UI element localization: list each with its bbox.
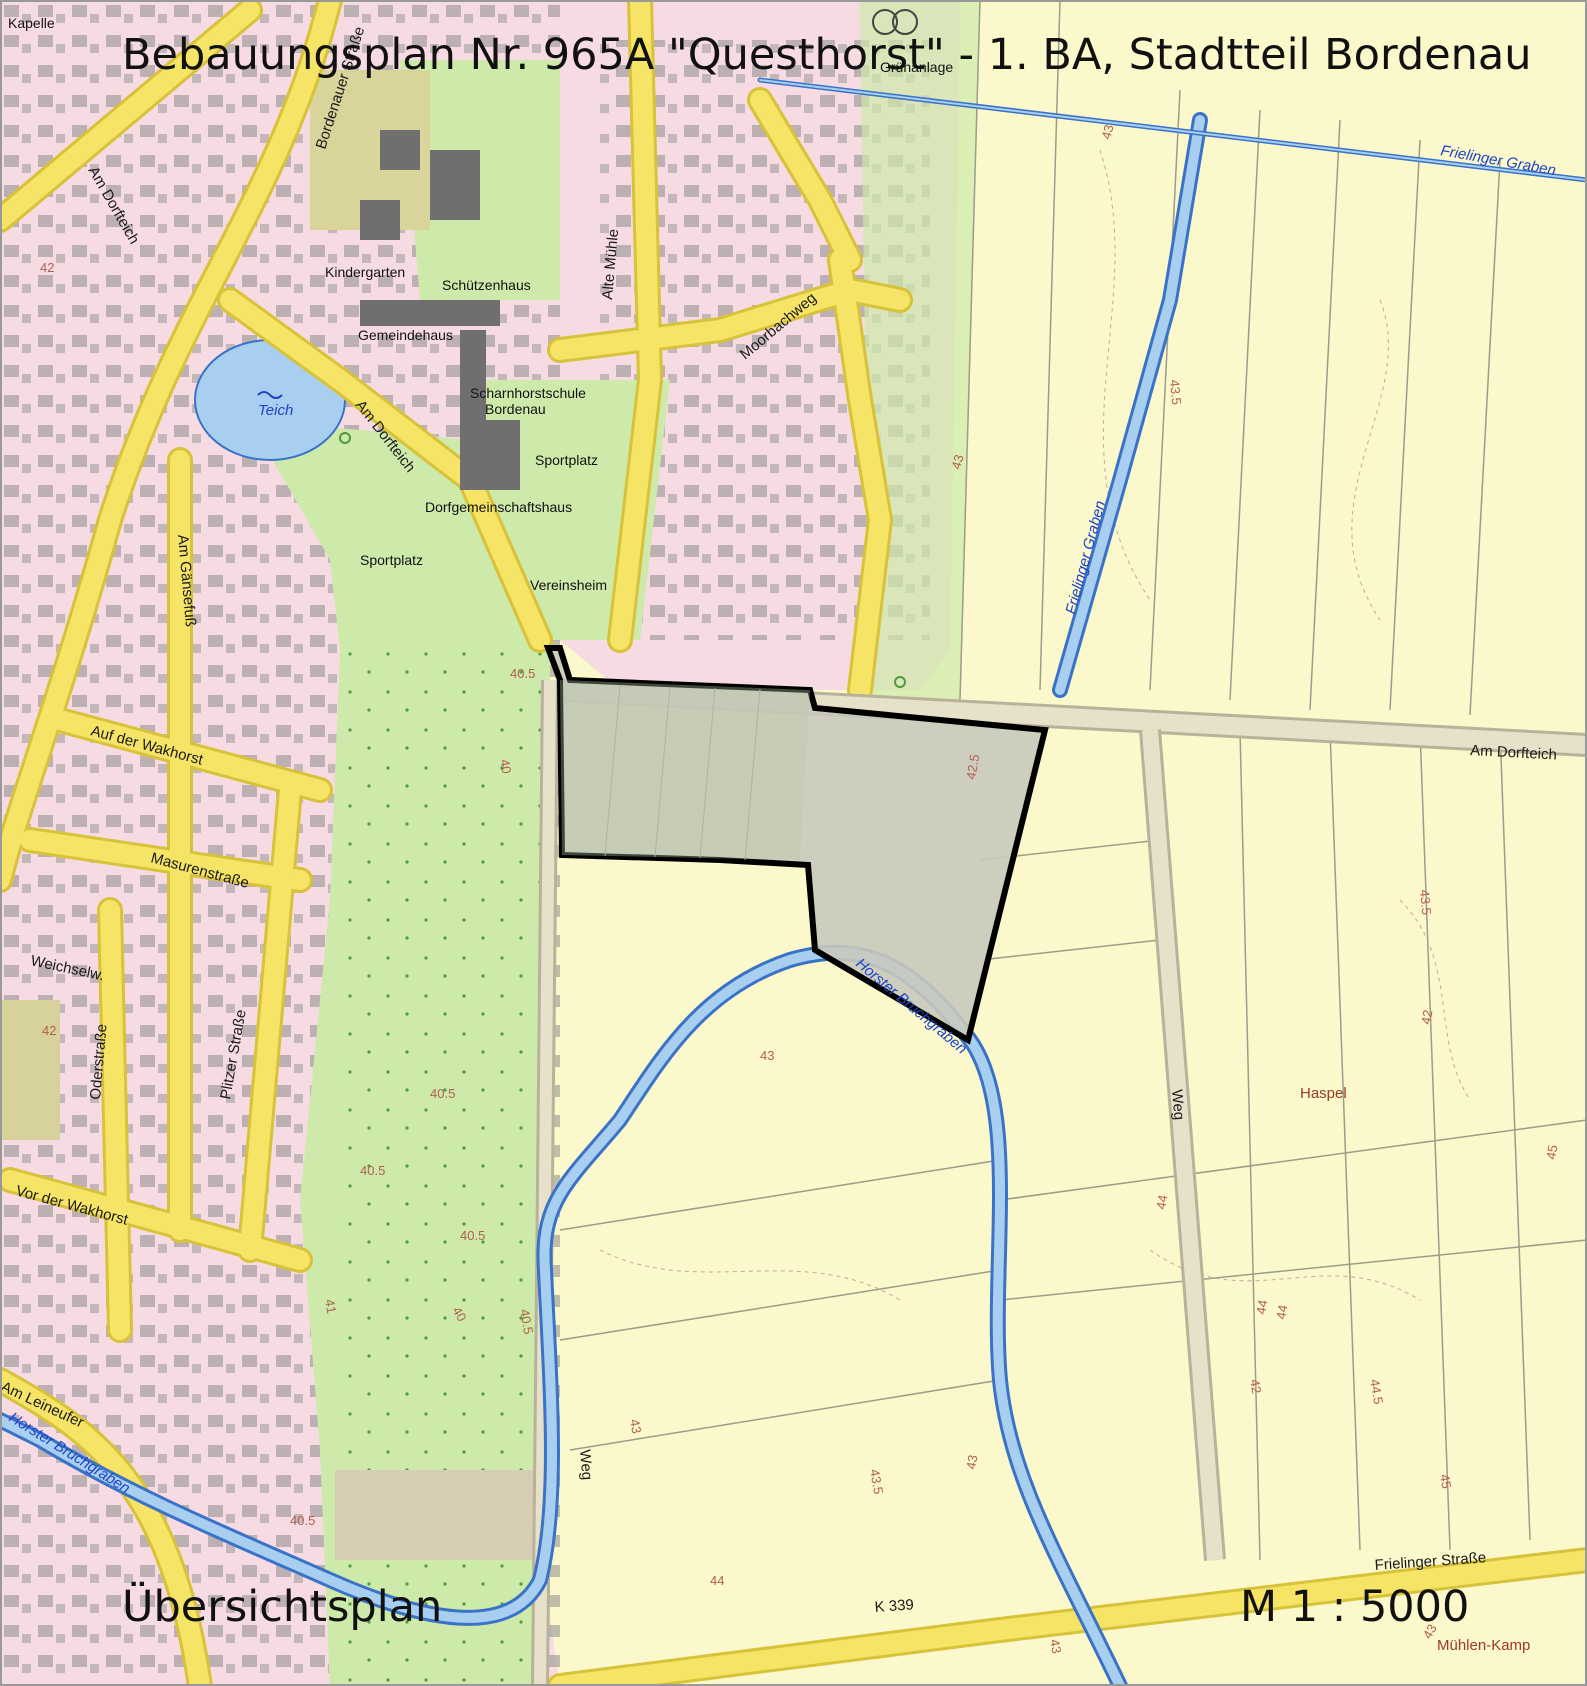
- height-label: 43: [760, 1048, 774, 1063]
- label-sportplatz-north: Sportplatz: [535, 452, 598, 468]
- label-sportplatz-west: Sportplatz: [360, 552, 423, 568]
- height-label: 42.5: [963, 753, 982, 781]
- label-haspel: Haspel: [1300, 1085, 1347, 1102]
- height-label: 40.5: [360, 1163, 385, 1178]
- height-label: 40: [497, 758, 514, 775]
- allotment-west: [0, 1000, 60, 1140]
- overview-label: Übersichtsplan: [122, 1582, 443, 1632]
- label-dorfgemeinschaftshaus: Dorfgemeinschaftshaus: [425, 499, 572, 515]
- streams: [0, 77, 1587, 1686]
- height-label: 43: [1420, 1621, 1440, 1641]
- label-weg-east: Weg: [1168, 1089, 1188, 1121]
- label-muehlen-kamp: Mühlen-Kamp: [1437, 1637, 1530, 1654]
- label-teich: Teich: [258, 402, 293, 419]
- playground-icon: [872, 9, 898, 35]
- height-label: 43.5: [1167, 379, 1184, 406]
- plan-boundary[interactable]: [543, 645, 1049, 1045]
- label-bordenau: Bordenau: [485, 401, 546, 417]
- height-label: 41: [322, 1298, 339, 1315]
- label-am-dorfteich-east: Am Dorfteich: [1470, 742, 1557, 764]
- height-label: 40.5: [460, 1228, 485, 1243]
- label-kindergarten: Kindergarten: [325, 264, 405, 280]
- label-gemeindehaus: Gemeindehaus: [358, 327, 453, 343]
- height-label: 45: [1437, 1473, 1454, 1490]
- tree-icon: [894, 676, 906, 688]
- label-schuetzenhaus: Schützenhaus: [442, 277, 531, 293]
- height-label: 40.5: [290, 1513, 315, 1528]
- height-labels: 40.5 40.5 40 40.5 40.5 40.5 40 40.5 42 4…: [40, 123, 1560, 1655]
- label-oderstrasse: Oderstraße: [87, 1023, 111, 1100]
- scale-label: M 1 : 5000: [1240, 1582, 1470, 1632]
- height-label: 44: [1253, 1299, 1270, 1316]
- height-label: 40.5: [430, 1086, 455, 1101]
- height-label: 42: [1247, 1378, 1264, 1395]
- label-k339: K 339: [874, 1596, 914, 1616]
- height-label: 40.5: [517, 1308, 536, 1336]
- plan-parcel-fill: [560, 680, 810, 860]
- height-label: 40: [449, 1304, 469, 1324]
- map-symbols: [257, 9, 918, 688]
- school-buildings: [360, 130, 520, 490]
- plan-title: Bebauungsplan Nr. 965A "Questhorst" - 1.…: [122, 30, 1532, 80]
- height-label: 44: [1273, 1304, 1290, 1321]
- height-label: 44.5: [1367, 1378, 1386, 1406]
- parking-area: [335, 1470, 545, 1560]
- height-label: 42: [1418, 1009, 1435, 1026]
- height-label: 42: [42, 1023, 56, 1038]
- tree-icon: [339, 432, 351, 444]
- height-label: 43: [1098, 123, 1116, 141]
- label-vereinsheim: Vereinsheim: [530, 577, 607, 593]
- label-kapelle: Kapelle: [8, 15, 55, 31]
- height-label: 43: [627, 1418, 644, 1435]
- height-label: 43.5: [867, 1468, 886, 1496]
- height-label: 43: [1047, 1638, 1064, 1655]
- water-wave-icon: [257, 391, 283, 399]
- height-label: 43.5: [1417, 889, 1434, 916]
- label-gruenanlage: Grünanlage: [880, 59, 953, 75]
- height-label: 43: [948, 453, 966, 471]
- plan-parcel-lines: [604, 684, 761, 861]
- height-label: 44: [710, 1573, 724, 1588]
- label-alte-muehle: Alte Mühle: [599, 228, 622, 300]
- height-label: 40.5: [510, 666, 535, 681]
- height-label: 44: [1153, 1194, 1170, 1211]
- height-label: 42: [40, 260, 54, 275]
- playground-icon: [892, 9, 918, 35]
- height-label: 43: [963, 1454, 980, 1471]
- height-label: 45: [1543, 1144, 1560, 1161]
- label-weg-west: Weg: [576, 1449, 596, 1481]
- label-scharnhorstschule: Scharnhorstschule: [470, 385, 586, 401]
